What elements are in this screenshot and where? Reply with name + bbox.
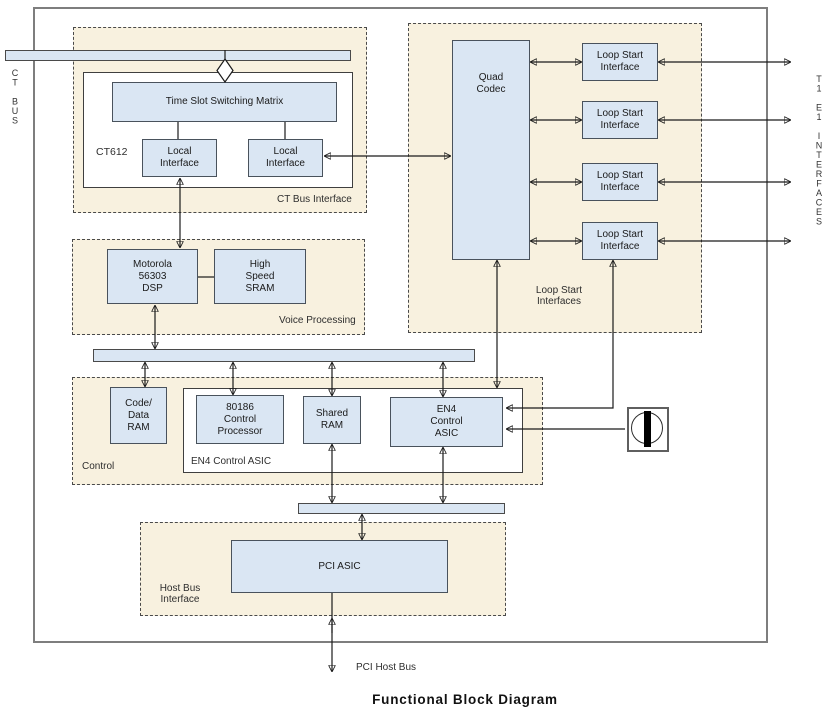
label-ct612: CT612 <box>96 146 128 158</box>
block-en4-control-asic: EN4 Control ASIC <box>390 397 503 447</box>
block-80186-processor: 80186 Control Processor <box>196 395 284 444</box>
label-pci-host-bus: PCI Host Bus <box>356 662 417 673</box>
label-loop-start-interfaces: Loop Start Interfaces <box>535 285 583 307</box>
label-ct-bus: CT BUS <box>10 68 20 125</box>
label-ct-bus-interface: CT Bus Interface <box>277 194 352 205</box>
diagram-border <box>33 7 768 643</box>
block-pci-asic: PCI ASIC <box>231 540 448 593</box>
block-local-interface-left: Local Interface <box>142 139 217 177</box>
block-quad-codec: Quad Codec <box>452 40 530 260</box>
block-loop-start-interface-1: Loop Start Interface <box>582 43 658 81</box>
ct-bus-bar <box>5 50 351 61</box>
diagram-title: Functional Block Diagram <box>372 692 558 707</box>
oscillator-icon <box>627 407 669 452</box>
control-bus-bar <box>93 349 475 362</box>
block-loop-start-interface-4: Loop Start Interface <box>582 222 658 260</box>
block-time-slot-switching-matrix: Time Slot Switching Matrix <box>112 82 337 122</box>
block-code-data-ram: Code/ Data RAM <box>110 387 167 444</box>
block-local-interface-right: Local Interface <box>248 139 323 177</box>
block-dsp: Motorola 56303 DSP <box>107 249 198 304</box>
block-shared-ram: Shared RAM <box>303 396 361 444</box>
host-bus-bar <box>298 503 505 514</box>
label-host-bus-interface: Host Bus Interface <box>159 583 201 605</box>
label-t1-e1-interfaces: T1 E1 INTERFACES <box>814 74 824 226</box>
block-loop-start-interface-2: Loop Start Interface <box>582 101 658 139</box>
block-loop-start-interface-3: Loop Start Interface <box>582 163 658 201</box>
label-voice-processing: Voice Processing <box>279 315 356 326</box>
label-control: Control <box>82 461 115 472</box>
block-high-speed-sram: High Speed SRAM <box>214 249 306 304</box>
oscillator-crystal-bar <box>644 411 651 447</box>
label-en4-control-asic-container: EN4 Control ASIC <box>191 456 272 467</box>
